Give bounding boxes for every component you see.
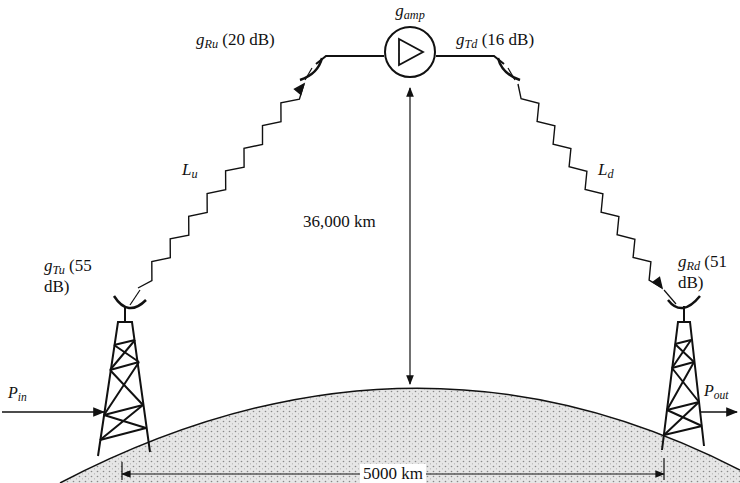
right-tower: [662, 306, 704, 450]
antenna-gain: gTu (55 dB): [44, 256, 110, 297]
dish-rd: [668, 296, 700, 308]
earth-surface: [60, 388, 740, 483]
radio-beams: [138, 84, 662, 288]
antenna-gain: gRu (20 dB): [196, 30, 275, 51]
wire-in: [316, 56, 384, 64]
feed-tu: [130, 290, 140, 305]
distance-dimension: 5000 km: [360, 464, 426, 483]
earth-band: [60, 388, 740, 483]
amplifier-node: gamp: [378, 2, 442, 79]
altitude-arrow: [409, 88, 410, 384]
amplifier-label: gamp: [378, 2, 442, 23]
output-arrow: [700, 411, 737, 413]
wire-out: [436, 56, 504, 64]
feed-ru: [305, 68, 312, 80]
dim-tick: [121, 462, 122, 480]
feed-td: [508, 68, 515, 80]
input-arrow: [2, 411, 104, 413]
signal-name: Pin: [8, 384, 27, 404]
radio-beam: [518, 84, 662, 288]
signal-name: Pout: [704, 382, 729, 402]
antenna-gain: gRd (51 dB): [678, 252, 736, 293]
dish-tu: [114, 296, 146, 308]
antenna-gain: gTd (16 dB): [456, 30, 534, 51]
beam-head: [295, 84, 304, 94]
left-tower: [98, 306, 150, 456]
path-loss: Lu: [182, 160, 198, 181]
dim-tick: [663, 458, 664, 480]
beam-head: [653, 278, 662, 288]
altitude-dimension: 36,000 km: [300, 212, 379, 232]
path-loss: Ld: [598, 160, 614, 181]
amplifier-symbol: [383, 25, 437, 79]
radio-beam: [138, 84, 304, 288]
feed-rd: [664, 290, 676, 304]
